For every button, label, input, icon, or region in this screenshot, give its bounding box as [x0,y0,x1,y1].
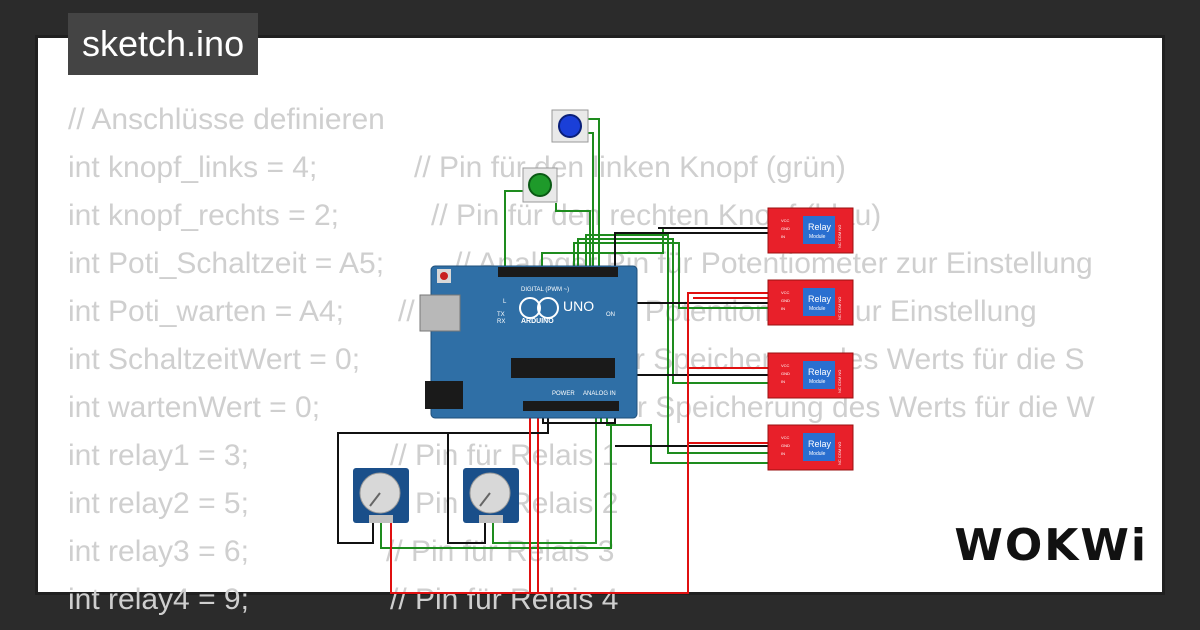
relay-title: Relay [808,222,832,232]
code-text: int wartenWert = 0; [68,391,321,424]
code-comment: // Pin für den linken Knopf (grün) [414,151,846,184]
circuit-diagram: DIGITAL (PWM ~) UNO ARDUINO POWER ANALOG… [337,109,854,594]
code-line: int relay3 = 6;// Pin für Relais 3 [68,532,614,572]
push-button-blue[interactable] [551,109,589,143]
relay-pin-label: GND [781,371,790,376]
code-text: int relay2 = 5; [68,487,249,520]
wokwi-logo: WOKWi [954,520,1148,571]
code-comment: // Pin für Relais 4 [390,583,619,616]
code-line: // Anschlüsse definieren [68,100,385,140]
tx-label: TX [497,312,505,318]
push-button-green[interactable] [522,167,558,203]
relay-pin-label: VCC [781,363,790,368]
relay-output-label: NC COM NO [837,225,842,248]
relay-output-label: NC COM NO [837,297,842,320]
code-text: int knopf_links = 4; [68,151,318,184]
relay-title: Relay [808,367,832,377]
potentiometer-right[interactable] [463,468,519,523]
relay-output-label: NC COM NO [837,370,842,393]
code-text: int knopf_rechts = 2; [68,199,339,232]
relay-pin-label: IN [781,379,785,384]
relay-subtitle: Module [809,379,826,385]
code-text: // Anschlüsse definieren [68,103,385,136]
relay-title: Relay [808,439,832,449]
code-text: int relay1 = 3; [68,439,249,472]
code-text: int relay4 = 9; [68,583,249,616]
code-line: int knopf_rechts = 2;// Pin für den rech… [68,196,881,236]
relay-pin-label: VCC [781,435,790,440]
wires-power [337,232,771,594]
relay-pin-label: IN [781,451,785,456]
relay-pin-label: GND [781,226,790,231]
digital-label: DIGITAL (PWM ~) [521,287,569,293]
code-line: int knopf_links = 4; // Pin für den linke… [68,148,846,188]
relay-output-label: NC COM NO [837,442,842,465]
arduino-label: ARDUINO [521,318,554,325]
code-text: int Poti_Schaltzeit = A5; [68,247,385,280]
relay-pin-label: VCC [781,290,790,295]
code-text: int relay3 = 6; [68,535,249,568]
l-label: L [503,299,507,305]
code-line: int relay1 = 3; // Pin für Relais 1 [68,436,618,476]
code-text: int SchaltzeitWert = 0; [68,343,361,376]
relay-subtitle: Module [809,451,826,457]
rx-label: RX [497,319,505,325]
relay-pin-label: GND [781,298,790,303]
preview-card: // Anschlüsse definieren int knopf_links … [35,35,1165,616]
potentiometer-left[interactable] [353,468,409,523]
code-text: int Poti_warten = A4; [68,295,345,328]
relay-title: Relay [808,294,832,304]
relay-pin-label: IN [781,306,785,311]
power-label: POWER [552,391,575,397]
relay-pin-label: VCC [781,218,790,223]
code-line: int relay4 = 9; // Pin für Relais 4 [68,580,618,620]
on-label: ON [606,312,615,318]
file-title-tag: sketch.ino [68,13,259,75]
relay-subtitle: Module [809,234,826,240]
arduino-uno-board[interactable]: DIGITAL (PWM ~) UNO ARDUINO POWER ANALOG… [419,265,638,419]
analog-label: ANALOG IN [583,391,616,397]
relay-pin-label: GND [781,443,790,448]
relay-subtitle: Module [809,306,826,312]
uno-label: UNO [563,298,594,314]
code-comment: // Pin für Relais 1 [390,439,619,472]
relay-pin-label: IN [781,234,785,239]
